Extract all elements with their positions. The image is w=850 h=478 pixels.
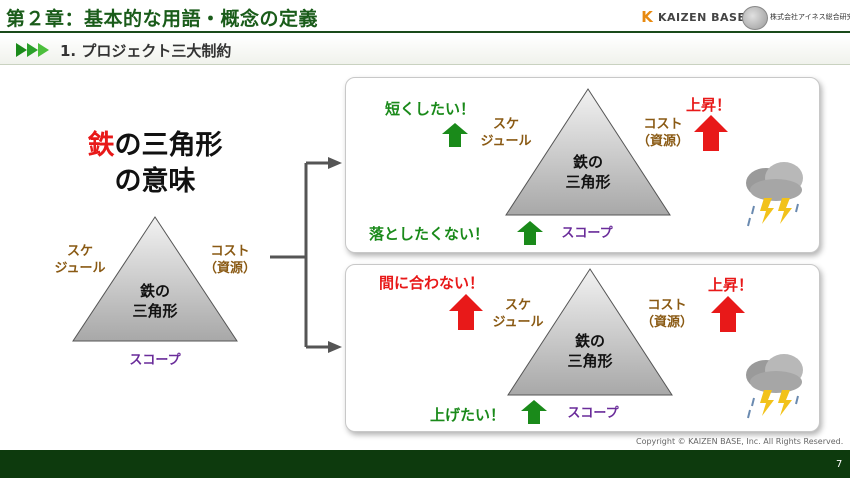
scope-raise-text: 上げたい！ [430,406,506,424]
left-triangle-label: 鉄の 三角形 [132,282,178,320]
branch-arrow [270,157,342,353]
left-iron-triangle [72,216,238,342]
section-bar [0,36,850,65]
scope-keep-text: 落としたくない！ [369,225,490,243]
late-text: 間に合わない！ [379,274,485,292]
company-name: 株式会社アイネス総合研究所 [770,13,850,21]
thunderstorm-icon [746,354,803,419]
red-up-arrow-icon [449,294,483,330]
logo-text: KAIZEN BASE [658,11,746,24]
top-schedule-label: スケ ジュール [480,117,532,149]
red-up-arrow-icon [711,296,745,332]
header-rule [0,31,850,33]
company-seal-icon [742,6,768,30]
kaizen-base-logo: K KAIZEN BASE [639,9,746,26]
bottom-triangle-label: 鉄の 三角形 [567,332,613,370]
triple-chevron-icon [16,43,49,57]
green-up-arrow-icon [442,123,468,147]
top-scope-label: スコープ [561,226,613,241]
chapter-title: 第２章：基本的な用語・概念の定義 [6,8,319,30]
left-scope-label: スコープ [129,353,181,368]
copyright: Copyright © KAIZEN BASE, Inc. All Rights… [636,437,844,446]
footer-bar [0,450,850,478]
left-schedule-label: スケ ジュール [54,244,106,276]
red-up-arrow-icon [694,115,728,151]
k-logo-icon: K [641,8,653,26]
top-triangle-label: 鉄の 三角形 [565,153,611,191]
green-up-arrow-icon [521,400,547,424]
left-cost-label: コスト （資源） [203,244,256,276]
thunderstorm-icon [746,162,803,227]
top-cost-label: コスト （資源） [636,117,689,149]
title-line2: の意味 [114,166,196,197]
green-up-arrow-icon [517,221,543,245]
top-iron-triangle [505,88,671,216]
bottom-cost-up-text: 上昇！ [708,276,754,294]
page-number: 7 [836,459,843,470]
bottom-schedule-label: スケ ジュール [492,298,544,330]
want-short-text: 短くしたい！ [385,100,476,118]
title-rest: の三角形 [114,130,223,161]
iron-triangle-title: 鉄の三角形 の意味 [60,128,250,200]
bottom-scope-label: スコープ [567,406,619,421]
section-title: 1. プロジェクト三大制約 [60,42,232,60]
bottom-cost-label: コスト （資源） [640,298,693,330]
bottom-iron-triangle [507,268,673,396]
title-red-char: 鉄 [87,130,115,161]
top-cost-up-text: 上昇！ [686,96,732,114]
